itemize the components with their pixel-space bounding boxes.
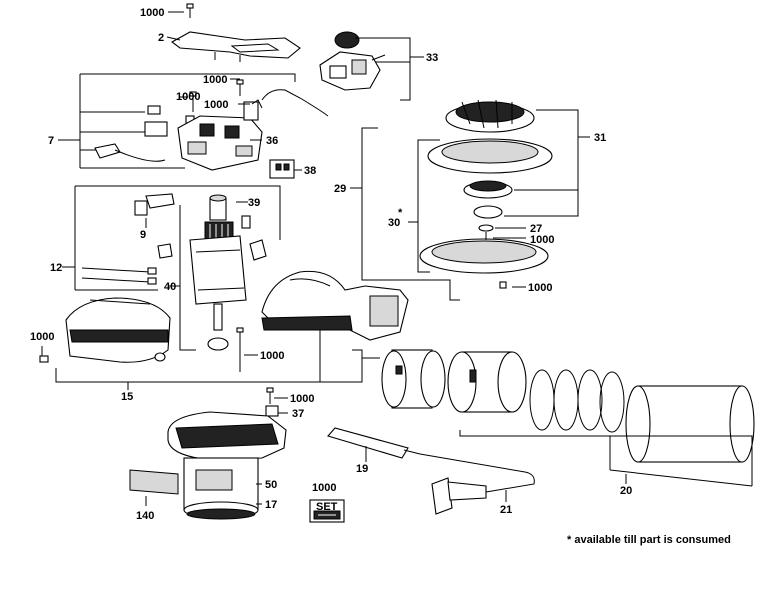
spring-clip bbox=[238, 99, 263, 109]
screw-fan bbox=[266, 387, 288, 404]
screw-top bbox=[186, 3, 194, 18]
part-15-housing-left bbox=[65, 297, 171, 363]
callout-1000-brush: 1000 bbox=[203, 74, 227, 86]
set-text: SET bbox=[316, 501, 338, 513]
screw-base bbox=[499, 281, 526, 289]
callout-1000-screw: 1000 bbox=[176, 91, 200, 103]
callout-9: 9 bbox=[140, 229, 146, 241]
callout-21: 21 bbox=[500, 504, 512, 516]
callout-19: 19 bbox=[356, 463, 368, 475]
callout-1000-pad: 1000 bbox=[530, 234, 554, 246]
callout-15: 15 bbox=[121, 391, 133, 403]
screw-switch bbox=[230, 78, 244, 96]
part-7-brush-holder bbox=[94, 89, 329, 171]
callout-40: 40 bbox=[164, 281, 176, 293]
part-38-terminal-block bbox=[269, 159, 302, 179]
callout-1000-top: 1000 bbox=[140, 7, 164, 19]
callout-31: 31 bbox=[594, 132, 606, 144]
callout-38: 38 bbox=[304, 165, 316, 177]
cap-part bbox=[381, 349, 446, 409]
callout-1000-base: 1000 bbox=[528, 282, 552, 294]
part-140-label bbox=[129, 469, 179, 495]
spring bbox=[529, 369, 625, 433]
part-12-leads bbox=[81, 243, 173, 285]
callout-7: 7 bbox=[48, 135, 54, 147]
callout-2: 2 bbox=[158, 32, 164, 44]
part-31-fan bbox=[445, 99, 535, 133]
part-2-top-cover bbox=[170, 31, 301, 62]
part-33-switch bbox=[319, 31, 386, 91]
set-number: 1000 bbox=[312, 482, 336, 494]
part-19-cord-guard bbox=[327, 427, 421, 459]
callout-140: 140 bbox=[136, 510, 154, 522]
set-icon bbox=[309, 499, 345, 523]
part-9-carbon-brush bbox=[134, 193, 175, 216]
screw-left bbox=[39, 346, 49, 363]
callout-1000-left: 1000 bbox=[30, 331, 54, 343]
callout-30-star: * bbox=[398, 207, 403, 219]
callout-30: 30 bbox=[388, 217, 400, 229]
callout-1000-rod: 1000 bbox=[260, 350, 284, 362]
nut-ring bbox=[447, 351, 527, 413]
part-30-pad-assembly bbox=[419, 138, 553, 274]
battery-cylinder bbox=[625, 385, 755, 463]
part-21-cord bbox=[419, 453, 535, 515]
part-40-motor bbox=[189, 194, 267, 351]
callout-37: 37 bbox=[292, 408, 304, 420]
callout-17: 17 bbox=[265, 499, 277, 511]
housing-right bbox=[261, 270, 409, 341]
footnote: * available till part is consumed bbox=[567, 534, 731, 546]
callout-1000-fan: 1000 bbox=[290, 393, 314, 405]
callout-29: 29 bbox=[334, 183, 346, 195]
callout-1000-spring: 1000 bbox=[204, 99, 228, 111]
rod-screw bbox=[236, 327, 258, 372]
screw-brush-holder bbox=[180, 91, 197, 112]
part-37-clip bbox=[265, 405, 288, 417]
callout-12: 12 bbox=[50, 262, 62, 274]
callout-33: 33 bbox=[426, 52, 438, 64]
callout-20: 20 bbox=[620, 485, 632, 497]
base-housing bbox=[167, 411, 287, 520]
callout-50: 50 bbox=[265, 479, 277, 491]
callout-36: 36 bbox=[266, 135, 278, 147]
callout-27: 27 bbox=[530, 223, 542, 235]
callout-39: 39 bbox=[248, 197, 260, 209]
